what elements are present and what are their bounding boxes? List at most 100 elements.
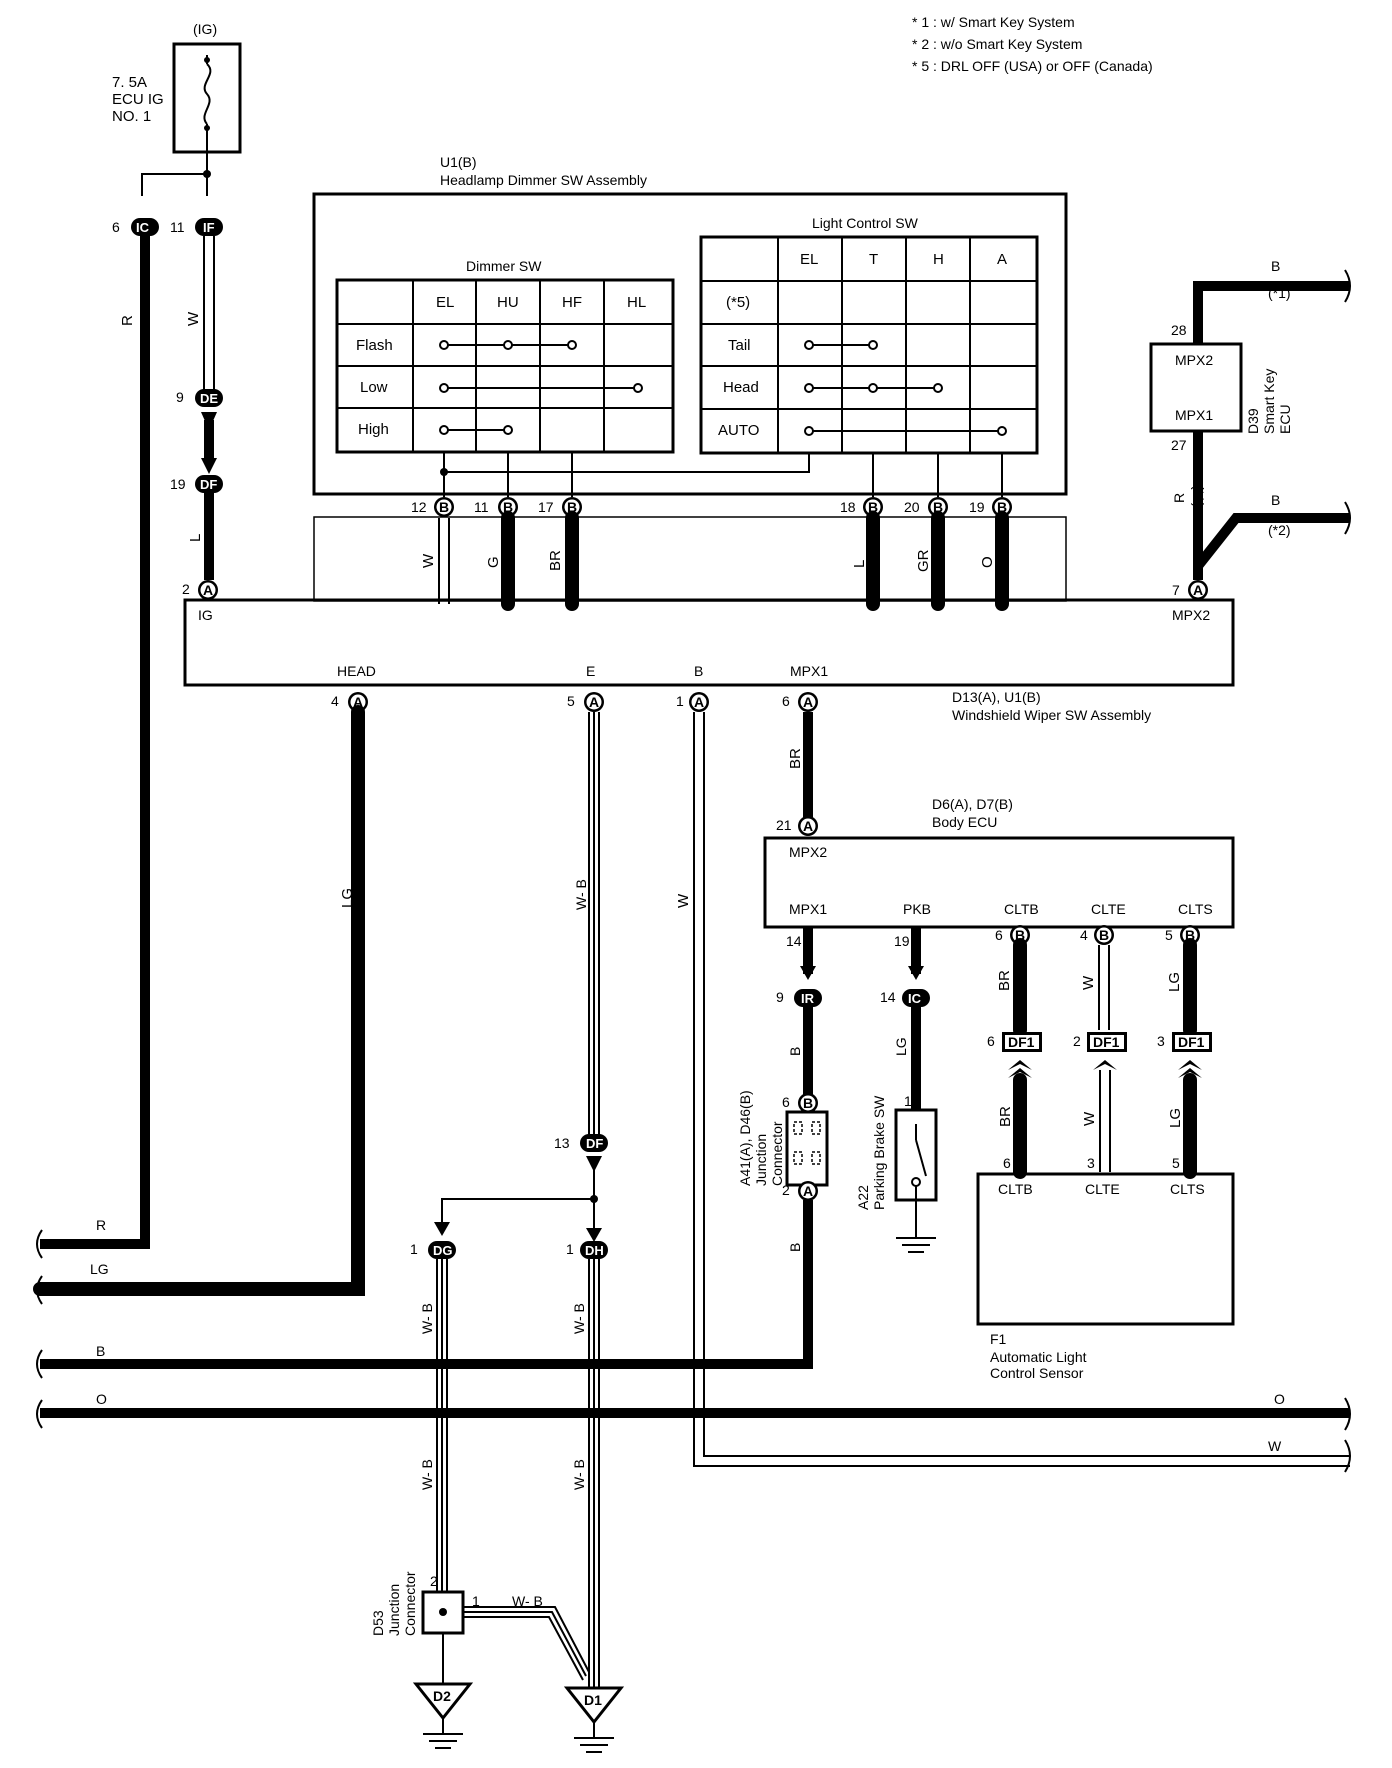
svg-text:DF: DF <box>586 1136 603 1151</box>
ground-d1: D1 <box>563 1686 625 1753</box>
svg-text:W: W <box>1080 975 1097 990</box>
parking-brake-sw: 1 A22 Parking Brake SW <box>855 1093 938 1253</box>
dimmer-col-el: EL <box>436 294 454 311</box>
svg-text:A: A <box>203 582 213 598</box>
body-ecu-mpx2: MPX2 <box>789 844 827 860</box>
svg-text:6: 6 <box>995 927 1003 943</box>
svg-text:14: 14 <box>786 933 802 949</box>
sensor-ref: F1 <box>990 1331 1007 1347</box>
note-3: * 5 : DRL OFF (USA) or OFF (Canada) <box>912 58 1153 74</box>
headlamp-name: Headlamp Dimmer SW Assembly <box>440 172 647 188</box>
footnotes: * 1 : w/ Smart Key System * 2 : w/o Smar… <box>912 14 1153 74</box>
fuse-name: ECU IG <box>112 91 164 108</box>
svg-text:W: W <box>420 553 437 568</box>
light-title: Light Control SW <box>812 215 919 231</box>
connector-df-19: 19 DF <box>170 475 223 493</box>
svg-text:W- B: W- B <box>573 879 589 910</box>
svg-text:B: B <box>503 499 513 515</box>
svg-text:W- B: W- B <box>571 1303 587 1334</box>
svg-text:B: B <box>1099 927 1109 943</box>
svg-text:LG: LG <box>90 1261 109 1277</box>
svg-text:19: 19 <box>894 933 910 949</box>
svg-text:7: 7 <box>1172 582 1180 598</box>
connector-if-11: 11 IF <box>170 218 223 236</box>
svg-text:1: 1 <box>904 1093 912 1109</box>
svg-text:21: 21 <box>776 817 792 833</box>
svg-text:B: B <box>997 499 1007 515</box>
light-row-5: (*5) <box>726 294 750 311</box>
svg-text:18: 18 <box>840 499 856 515</box>
svg-text:BR: BR <box>997 1106 1014 1127</box>
headlamp-dimmer-sw-assembly: U1(B) Headlamp Dimmer SW Assembly Dimmer… <box>312 154 1068 497</box>
svg-text:12: 12 <box>411 499 427 515</box>
wiper-ig: IG <box>198 607 213 623</box>
svg-text:(*1): (*1) <box>1191 485 1207 508</box>
svg-text:DH: DH <box>585 1243 604 1258</box>
pin-2: 2 <box>182 581 190 597</box>
smart-mpx1: MPX1 <box>1175 407 1213 423</box>
svg-text:BR: BR <box>996 970 1013 991</box>
svg-text:B: B <box>868 499 878 515</box>
svg-text:17: 17 <box>538 499 554 515</box>
fuse-supply: (IG) <box>193 21 217 37</box>
svg-text:6: 6 <box>782 1094 790 1110</box>
svg-text:5: 5 <box>1172 1155 1180 1171</box>
svg-text:A: A <box>694 694 704 710</box>
smart-key-ecu: B (*1) 28 MPX2 MPX1 D39 Smart Key ECU 27… <box>1149 258 1351 600</box>
svg-text:1: 1 <box>566 1241 574 1257</box>
svg-text:B: B <box>1271 258 1280 274</box>
wiper-mpx1: MPX1 <box>790 663 828 679</box>
dimmer-col-hu: HU <box>497 294 519 311</box>
svg-text:GR: GR <box>915 549 932 572</box>
light-col-h: H <box>933 251 944 268</box>
body-ecu-pkb: PKB <box>903 901 931 917</box>
svg-text:DF: DF <box>200 477 217 492</box>
svg-text:3: 3 <box>1157 1033 1165 1049</box>
pkb-ref: A22 <box>855 1185 871 1210</box>
dimmer-col-hf: HF <box>562 294 582 311</box>
sensor-cltb: CLTB <box>998 1181 1033 1197</box>
svg-text:1: 1 <box>410 1241 418 1257</box>
svg-text:1: 1 <box>472 1593 480 1609</box>
pin-6: 6 <box>112 219 120 235</box>
svg-text:2: 2 <box>782 1182 790 1198</box>
jc2-line2: Connector <box>402 1571 418 1636</box>
fuse-amp: 7. 5A <box>112 74 147 91</box>
smart-ref: D39 <box>1245 408 1261 434</box>
svg-text:IC: IC <box>136 220 150 235</box>
note-1: * 1 : w/ Smart Key System <box>912 14 1075 30</box>
jc1-line1: Junction <box>753 1134 769 1186</box>
sensor-line2: Control Sensor <box>990 1365 1084 1381</box>
svg-text:DE: DE <box>200 391 218 406</box>
sensor-clts: CLTS <box>1170 1181 1205 1197</box>
svg-text:2: 2 <box>1073 1033 1081 1049</box>
jc1-ref: A41(A), D46(B) <box>737 1090 753 1186</box>
svg-text:LG: LG <box>1166 972 1183 992</box>
svg-text:2: 2 <box>430 1573 438 1589</box>
svg-text:O: O <box>96 1391 107 1407</box>
ground-d2: D2 <box>412 1682 474 1749</box>
wire-r-label: R <box>119 315 136 326</box>
svg-text:DF1: DF1 <box>1178 1034 1205 1050</box>
svg-text:A: A <box>803 1183 813 1199</box>
svg-text:W- B: W- B <box>571 1459 587 1490</box>
body-ecu: D6(A), D7(B) Body ECU MPX2 MPX1 PKB CLTB… <box>763 796 1235 929</box>
wiper-mpx2: MPX2 <box>1172 607 1210 623</box>
svg-text:DF1: DF1 <box>1093 1034 1120 1050</box>
jc2-ref: D53 <box>370 1610 386 1636</box>
dimmer-row-high: High <box>358 421 389 438</box>
svg-text:5: 5 <box>567 693 575 709</box>
connector-row-b: 12 B 11 B 17 B 18 B 20 B 19 B <box>411 497 1012 517</box>
svg-text:B: B <box>933 499 943 515</box>
svg-text:DF1: DF1 <box>1008 1034 1035 1050</box>
svg-text:LG: LG <box>1167 1108 1184 1128</box>
svg-text:B: B <box>1185 927 1195 943</box>
svg-text:A: A <box>1193 582 1203 598</box>
svg-text:DG: DG <box>433 1243 453 1258</box>
svg-text:B: B <box>803 1095 813 1111</box>
light-row-head: Head <box>723 379 759 396</box>
svg-text:W- B: W- B <box>512 1593 543 1609</box>
svg-text:B: B <box>1271 492 1280 508</box>
smart-line1: Smart Key <box>1261 369 1277 434</box>
